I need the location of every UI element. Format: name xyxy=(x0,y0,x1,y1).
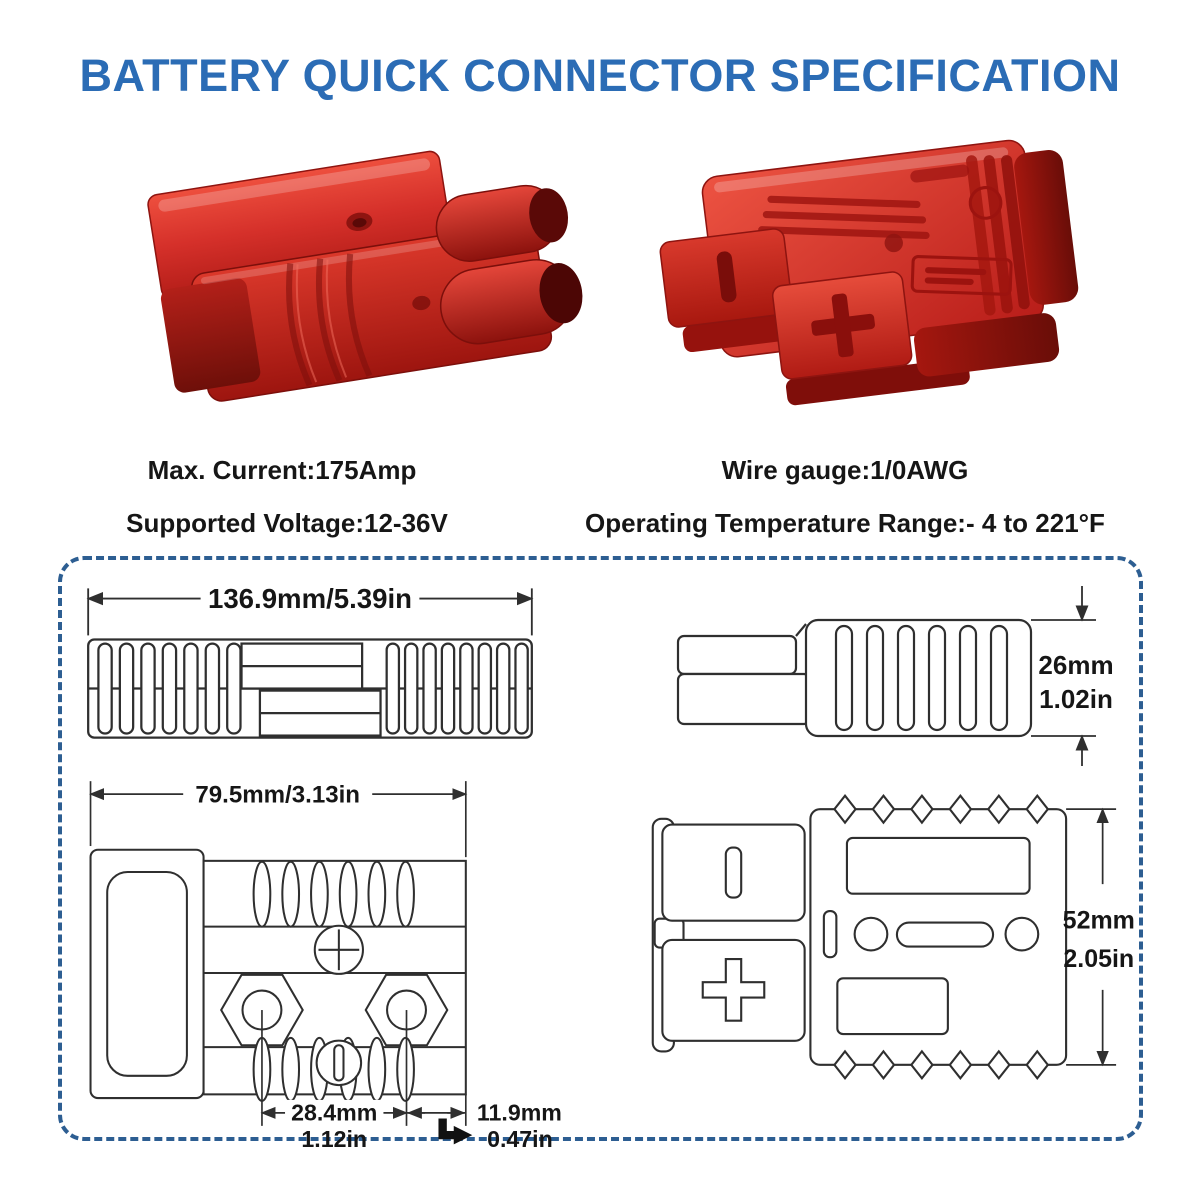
top-bumps xyxy=(833,793,1050,825)
drawing-connector-top-view: 79.5mm/3.13in xyxy=(89,781,562,1152)
minus-terminal-drawing xyxy=(661,823,806,922)
drawing-connector-front-view: 52mm 2.05in xyxy=(651,793,1135,1081)
middle-features xyxy=(822,909,1040,959)
dim-mated-length: 136.9mm/5.39in xyxy=(208,583,412,614)
dim-bolt-spacing-in: 1.12in xyxy=(301,1126,367,1152)
dim-edge-offset-mm: 11.9mm xyxy=(477,1099,562,1125)
left-ribs xyxy=(97,642,242,735)
right-ribs xyxy=(385,642,529,735)
housing-underside-3 xyxy=(913,313,1060,377)
plus-terminal-icon xyxy=(771,271,913,380)
top-rib-row xyxy=(252,860,415,928)
screw-hole-icon xyxy=(346,212,431,311)
connector-side-outline xyxy=(676,618,1033,738)
dim-height-mm: 26mm xyxy=(1038,650,1113,680)
corner-arrow-icon xyxy=(438,1118,473,1145)
drawing-connector-height: 26mm 1.02in xyxy=(676,586,1114,766)
dim-body-width: 79.5mm/3.13in xyxy=(195,781,360,808)
molded-markings xyxy=(758,164,1013,296)
dim-height-in: 1.02in xyxy=(1039,684,1113,714)
plus-terminal-drawing xyxy=(661,938,806,1042)
bolt-spacing-dimension: 28.4mm 1.12in 11.9mm 0.47in xyxy=(260,1010,562,1152)
spec-wire-gauge: Wire gauge:1/0AWG xyxy=(721,455,969,485)
spec-max-current: Max. Current:175Amp xyxy=(147,455,417,485)
latch-interlock xyxy=(240,642,382,737)
spec-operating-temperature: Operating Temperature Range:- 4 to 221°F xyxy=(585,508,1105,538)
strain-relief-ribs xyxy=(966,149,1079,316)
length-dimension: 136.9mm/5.39in xyxy=(86,583,534,636)
dim-body-height-mm: 52mm xyxy=(1063,906,1135,934)
spec-supported-voltage: Supported Voltage:12-36V xyxy=(126,508,448,538)
dim-bolt-spacing-mm: 28.4mm xyxy=(291,1099,377,1125)
side-ribs xyxy=(834,624,1009,732)
front-view-outline xyxy=(651,793,1068,1081)
connector-photo-front-view xyxy=(659,139,1079,406)
body-height-dimension: 52mm 2.05in xyxy=(1063,807,1135,1067)
connector-body xyxy=(160,222,553,402)
width-dimension: 79.5mm/3.13in xyxy=(89,781,468,858)
drawing-mated-connectors-length: 136.9mm/5.39in xyxy=(86,583,534,739)
dim-edge-offset-in: 0.47in xyxy=(487,1126,553,1152)
page-title: BATTERY QUICK CONNECTOR SPECIFICATION xyxy=(79,50,1121,101)
hex-bolt-right-icon xyxy=(364,973,449,1047)
lower-window xyxy=(836,977,949,1036)
slotted-screw-icon xyxy=(315,1039,363,1087)
connector-photo-rear-view xyxy=(147,150,583,402)
dim-body-height-in: 2.05in xyxy=(1063,945,1134,973)
upper-window xyxy=(845,836,1031,895)
cable-entry-openings xyxy=(435,184,583,345)
minus-terminal-icon xyxy=(659,228,793,328)
hex-bolt-left-icon xyxy=(220,973,304,1047)
mated-connectors-outline xyxy=(87,638,533,739)
bottom-bumps xyxy=(833,1049,1050,1081)
top-view-outline xyxy=(89,848,467,1102)
height-dimension: 26mm 1.02in xyxy=(1031,586,1114,766)
phillips-screw-icon xyxy=(313,924,364,975)
